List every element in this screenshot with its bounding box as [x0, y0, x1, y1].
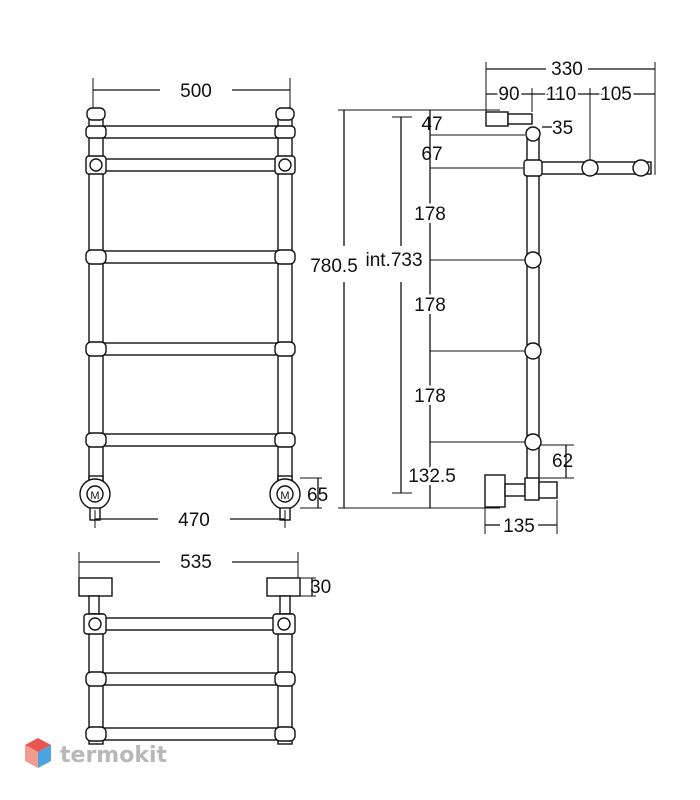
dim-total-depth: 330: [485, 59, 656, 175]
svg-text:178: 178: [414, 295, 446, 316]
dim-depth-segments: 90 110 105: [486, 82, 655, 160]
rail-3: [102, 250, 279, 264]
dim-bracket-depth: 30: [300, 577, 331, 598]
left-wall-bracket: [78, 577, 113, 597]
svg-text:90: 90: [498, 84, 519, 105]
svg-text:135: 135: [503, 516, 535, 537]
svg-text:110: 110: [546, 84, 576, 105]
side-rail-2: [524, 342, 542, 360]
top-rail-1: [102, 617, 279, 631]
svg-text:535: 535: [180, 552, 212, 573]
svg-text:67: 67: [421, 144, 442, 165]
dim-top-tube: 35: [542, 118, 573, 139]
rail-1: [102, 125, 279, 139]
svg-text:65: 65: [307, 485, 328, 506]
side-rail-1: [524, 251, 542, 269]
side-valve: [484, 474, 558, 508]
dim-bottom-width: 470: [94, 510, 286, 531]
side-view: 330 90 110 105 780.5 int.733: [307, 59, 656, 537]
side-rail-3: [524, 433, 542, 451]
brand-logo: termokit: [25, 738, 167, 768]
rail-5: [102, 433, 279, 447]
right-wall-bracket: [266, 577, 301, 597]
right-post-cap: [275, 107, 295, 121]
svg-text:35: 35: [552, 118, 573, 139]
dim-valve-offset: 65: [300, 477, 328, 509]
top-view: 535 30: [78, 552, 331, 745]
side-reference-lines: [429, 110, 525, 508]
logo-hex-left: [25, 745, 38, 768]
rail-4: [102, 342, 279, 356]
svg-text:47: 47: [421, 114, 442, 135]
top-width-label: 500: [180, 81, 212, 102]
svg-text:M: M: [90, 490, 99, 502]
svg-text:105: 105: [600, 84, 632, 105]
dim-top-width: 500: [92, 78, 291, 108]
side-top-bracket: [485, 111, 509, 127]
brand-name: termokit: [60, 743, 167, 768]
side-top-tube: [525, 126, 541, 142]
dim-internal-height: int.733: [362, 116, 426, 494]
left-post-cap: [86, 107, 106, 121]
front-joints: [85, 125, 296, 448]
dim-total-width: 535: [78, 552, 299, 578]
dim-valve-height: 62: [540, 444, 574, 479]
shelf-rail-1: [581, 159, 599, 177]
top-rail-3: [102, 727, 279, 741]
svg-text:M: M: [280, 490, 289, 502]
svg-text:int.733: int.733: [365, 250, 422, 271]
svg-text:62: 62: [552, 451, 573, 472]
svg-text:330: 330: [551, 59, 583, 80]
rail-2: [102, 158, 279, 172]
svg-text:178: 178: [414, 386, 446, 407]
svg-text:178: 178: [414, 204, 446, 225]
shelf-rail-2: [632, 159, 650, 177]
svg-text:780.5: 780.5: [310, 256, 358, 277]
logo-hex-right: [38, 745, 51, 768]
top-rail-2: [102, 672, 279, 686]
svg-text:132.5: 132.5: [408, 466, 456, 487]
front-rails: [102, 125, 279, 447]
dim-total-height: 780.5: [307, 109, 500, 509]
svg-text:470: 470: [178, 510, 210, 531]
svg-text:30: 30: [310, 577, 331, 598]
dim-valve-depth: 135: [484, 500, 558, 537]
side-post: [526, 129, 540, 483]
front-view: 500: [79, 78, 328, 531]
